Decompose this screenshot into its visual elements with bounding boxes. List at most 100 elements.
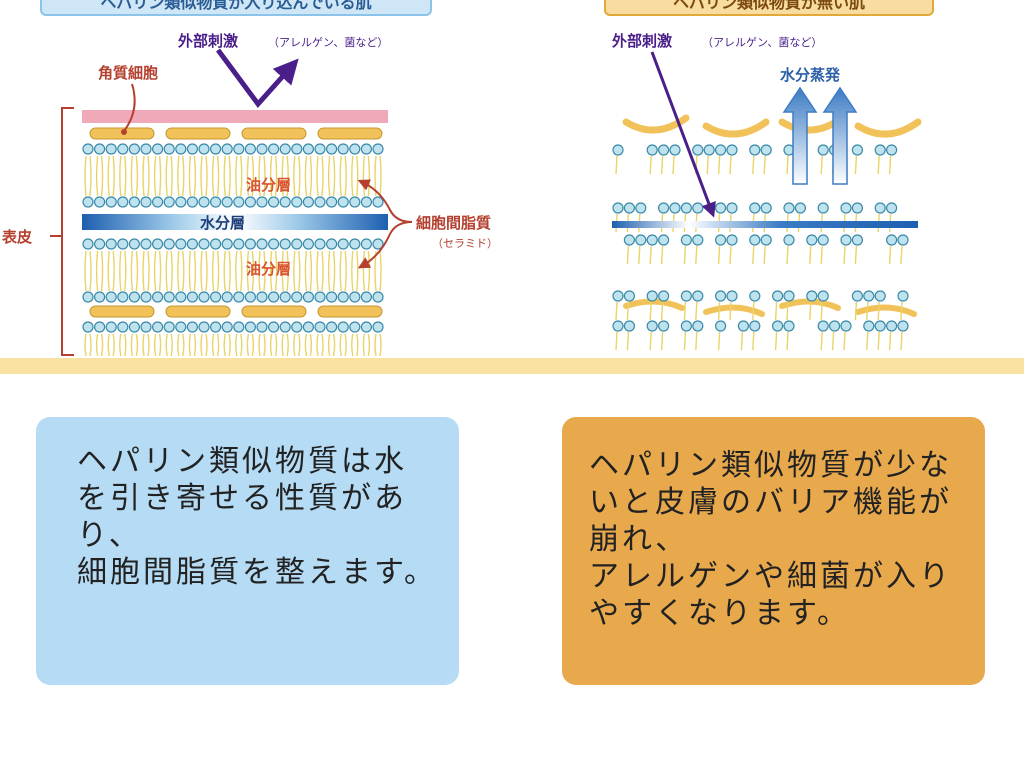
lipid-head [874, 320, 886, 332]
lipid-tail [119, 155, 127, 197]
lipid-tail [130, 333, 139, 357]
lipid-head [82, 291, 94, 303]
damaged-horny-cells [622, 114, 922, 317]
lipid-tail [84, 333, 92, 357]
right-panel-header: ヘパリン類似物質が無い肌 [604, 0, 934, 16]
lipid-head [93, 291, 106, 303]
lipid-head [117, 196, 129, 208]
horny-cell-pointer [123, 83, 136, 132]
epidermis-bracket [61, 107, 74, 356]
lipid-tail [752, 245, 755, 265]
lipid-head [302, 143, 314, 155]
lipid-head [372, 238, 384, 250]
lipid-tail [615, 331, 618, 351]
lipid-head [692, 320, 704, 332]
lipid-head [885, 234, 898, 246]
lipid-head [749, 202, 761, 214]
lipid-head [840, 320, 852, 332]
lipid-head [863, 320, 875, 332]
lipid-tail [717, 331, 721, 351]
lipid-tail [153, 155, 162, 197]
lipid-tail [142, 333, 150, 357]
lipid-head [714, 144, 727, 156]
lipid-head [874, 290, 886, 302]
lipid-head [140, 238, 152, 250]
lipid-tail [866, 331, 869, 351]
lipid-head [337, 238, 349, 250]
lipid-head [635, 202, 647, 214]
lipid-head [117, 321, 129, 333]
lipid-tail [786, 301, 789, 321]
lipid-tail [786, 245, 789, 265]
lipid-tail [223, 250, 231, 292]
lipid-head [105, 291, 117, 303]
lipid-tail [211, 333, 220, 357]
damaged-horny-cell [623, 298, 685, 311]
lipid-head [314, 321, 326, 333]
lipid-tail [695, 301, 698, 321]
lipid-tail [683, 245, 687, 265]
lipid-head [175, 291, 187, 303]
lipid-head [210, 291, 222, 303]
lipid-head [349, 196, 361, 208]
lipid-head [349, 143, 361, 155]
lipid-head [93, 238, 106, 250]
lipid-tail [717, 245, 721, 265]
lipid-head [897, 234, 909, 246]
lipid-tail [717, 155, 721, 175]
lipid-head [874, 144, 886, 156]
lipid-tail [223, 333, 231, 357]
lipid-head [256, 321, 268, 333]
lipid-head [760, 202, 772, 214]
lipid-head [851, 144, 864, 156]
lipid-head [256, 143, 268, 155]
lipid-head [210, 238, 222, 250]
lipid-head [291, 291, 303, 303]
lipid-head [314, 143, 326, 155]
lipid-head [152, 196, 164, 208]
lipid-head [657, 234, 670, 246]
lipid-tail [888, 155, 892, 175]
lipid-tail [107, 250, 115, 292]
lipid-head [669, 202, 681, 214]
lipid-tail [304, 250, 313, 292]
lipid-head [749, 290, 761, 302]
lipid-tail [672, 155, 675, 175]
lipid-tail [165, 333, 173, 357]
section-divider [0, 358, 1024, 374]
lipid-head [105, 143, 117, 155]
lipid-tail [119, 333, 127, 357]
lipid-head [817, 144, 829, 156]
lipid-head [210, 196, 222, 208]
horny-cell [89, 305, 155, 318]
lipid-tail [95, 333, 104, 357]
lipid-head [874, 202, 886, 214]
left-box-line: り、 [77, 518, 142, 553]
lipid-tail [820, 301, 823, 321]
lipid-head [760, 234, 772, 246]
lipid-tail [695, 331, 698, 351]
lipid-tail [293, 250, 301, 292]
lipid-tail [866, 301, 869, 321]
lipid-head [163, 291, 175, 303]
lipid-tail [269, 333, 278, 357]
lipid-head [163, 321, 175, 333]
lipid-tail [843, 245, 846, 265]
lipid-head [128, 291, 140, 303]
lipid-tail [740, 331, 744, 351]
lipid-head [105, 321, 117, 333]
lipid-head [221, 143, 233, 155]
lipid-head [623, 234, 636, 246]
external-stimulus-label-right: 外部刺激 [611, 32, 673, 50]
lipid-tail [235, 250, 243, 292]
left-explanation-box: ヘパリン類似物質は水 を引き寄せる性質があ り、 細胞間脂質を整えます。 [36, 417, 459, 685]
lipid-tail [130, 155, 139, 197]
lipid-tail [763, 155, 766, 175]
lipid-head [163, 238, 175, 250]
disordered-lipids [612, 144, 909, 351]
thin-water-layer [612, 221, 918, 228]
lipid-head [117, 238, 129, 250]
lipid-head [105, 196, 117, 208]
water-layer-band [82, 214, 388, 230]
lipid-head [152, 143, 164, 155]
